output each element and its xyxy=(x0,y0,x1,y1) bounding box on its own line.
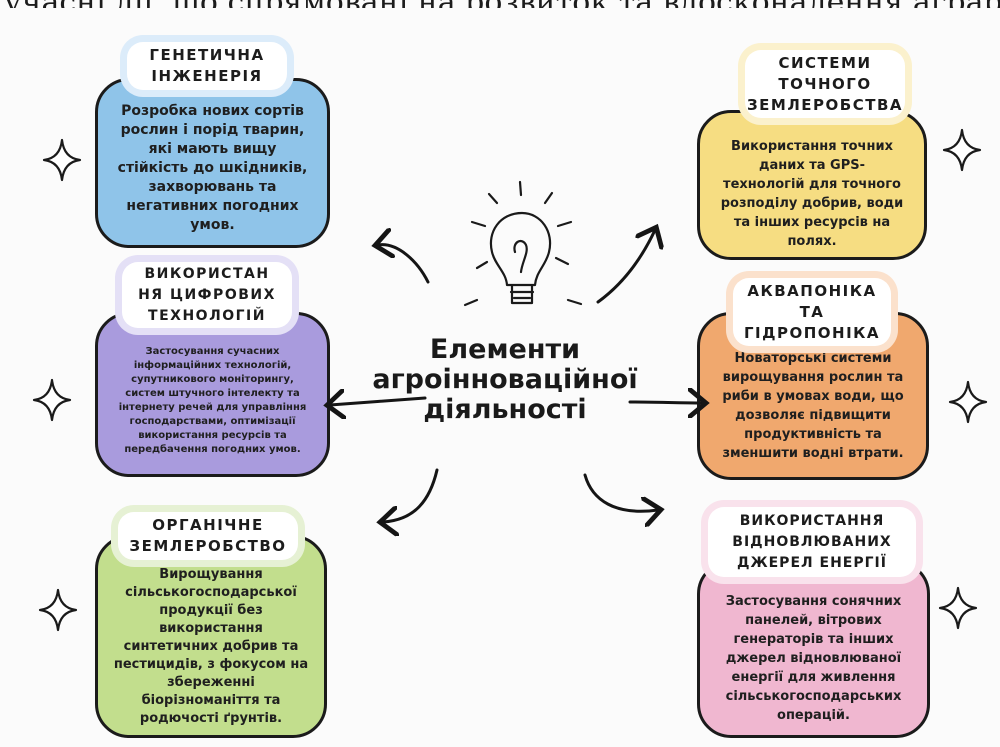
organic-farming-card: Вирощування сільськогосподарської продук… xyxy=(95,535,327,738)
genetic-engineering-card: Розробка нових сортів рослин і порід тва… xyxy=(95,78,330,248)
precision-farming-text: Використання точних даних та GPS- технол… xyxy=(720,139,904,249)
aquaponics-text: Новаторські системи вирощування рослин т… xyxy=(722,351,904,461)
genetic-engineering-title: ГЕНЕТИЧНА ІНЖЕНЕРІЯ xyxy=(127,42,287,90)
digital-tech-card: Застосування сучасних інформаційних техн… xyxy=(95,312,330,477)
precision-farming-title: СИСТЕМИ ТОЧНОГО ЗЕМЛЕРОБСТВА xyxy=(745,50,905,118)
lightbulb-icon xyxy=(463,180,583,307)
genetic-engineering-text: Розробка нових сортів рослин і порід тва… xyxy=(117,102,308,233)
renewable-energy-text: Застосування сонячних панелей, вітрових … xyxy=(725,593,902,723)
arrow-icon xyxy=(330,230,703,522)
renewable-energy-card: Застосування сонячних панелей, вітрових … xyxy=(697,560,930,738)
sparkle-icon xyxy=(32,128,988,632)
aquaponics-title: АКВАПОНІКА ТА ГІДРОПОНІКА xyxy=(733,278,891,346)
digital-tech-text: Застосування сучасних інформаційних техн… xyxy=(118,345,307,455)
cropped-top-text: учасні дії, що спрямовані на розвиток та… xyxy=(0,0,1000,8)
digital-tech-title: ВИКОРИСТАН НЯ ЦИФРОВИХ ТЕХНОЛОГІЙ xyxy=(122,262,292,328)
renewable-energy-title: ВИКОРИСТАННЯ ВІДНОВЛЮВАНИХ ДЖЕРЕЛ ЕНЕРГІ… xyxy=(708,507,916,577)
organic-farming-title: ОРГАНІЧНЕ ЗЕМЛЕРОБСТВО xyxy=(118,512,298,560)
organic-farming-text: Вирощування сільськогосподарської продук… xyxy=(113,566,309,726)
central-title: Елементи агроінноваційної діяльності xyxy=(372,334,638,425)
